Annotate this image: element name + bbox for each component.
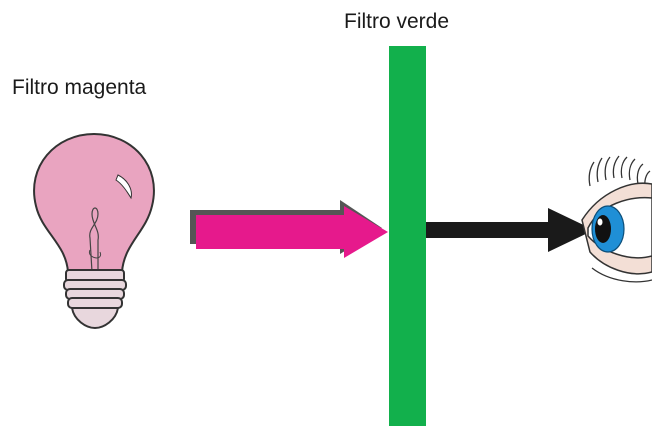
light-bulb-icon: [34, 134, 154, 328]
eye-glint: [598, 219, 603, 226]
bulb-glass: [34, 134, 154, 272]
bulb-tip: [72, 308, 118, 328]
magenta-light-arrow: [190, 200, 388, 258]
eye-icon: [582, 156, 652, 282]
green-filter-bar: [389, 46, 426, 426]
bulb-base-ring-3: [68, 298, 122, 308]
eye-pupil: [595, 215, 611, 243]
transmitted-light-arrow: [426, 208, 594, 252]
